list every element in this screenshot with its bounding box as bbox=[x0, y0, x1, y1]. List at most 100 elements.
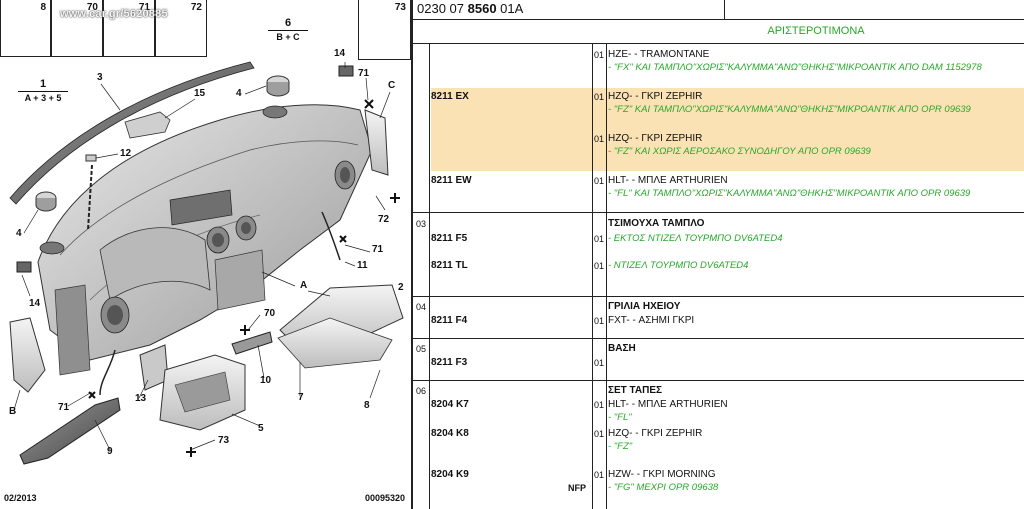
row-qty: 01 bbox=[594, 234, 605, 244]
screw-number: 73 bbox=[394, 2, 406, 13]
diagram-date: 02/2013 bbox=[4, 493, 37, 503]
group-number: 03 bbox=[416, 219, 427, 229]
watermark: www.car.gr/5620885 bbox=[60, 8, 168, 20]
row-note: - "FL" ΚΑΙ ΤΑΜΠΛΟ"ΧΩΡΙΣ"ΚΑΛΥΜΜΑ"ΑΝΩ"ΘΗΚΗ… bbox=[608, 188, 971, 199]
screw-box-71: 71 bbox=[103, 0, 155, 57]
row-note: - "FZ" bbox=[608, 441, 633, 452]
column-divider bbox=[606, 44, 607, 509]
callout-11[interactable]: 11 bbox=[357, 260, 368, 271]
row-qty: 01 bbox=[594, 134, 605, 144]
screw-number: 8 bbox=[40, 2, 46, 13]
reference-suffix: 01A bbox=[500, 1, 524, 16]
group-label-6: 6 B + C bbox=[268, 17, 308, 42]
row-desc: HZQ- - ΓΚΡΙ ZEPHIR bbox=[608, 133, 703, 144]
group-number: 6 bbox=[268, 17, 308, 31]
row-qty: 01 bbox=[594, 261, 605, 271]
callout-3[interactable]: 3 bbox=[97, 72, 103, 83]
row-note: - "FL" bbox=[608, 412, 632, 423]
callout-13[interactable]: 13 bbox=[135, 393, 147, 404]
section-title: ΑΡΙΣΤΕΡΟΤΙΜΟΝΑ bbox=[767, 25, 865, 37]
group-separator bbox=[413, 338, 1024, 339]
callout-9[interactable]: 9 bbox=[107, 446, 113, 457]
callout-7[interactable]: 7 bbox=[298, 392, 304, 403]
row-desc: HZE- - TRAMONTANE bbox=[608, 49, 710, 60]
row-desc: HZQ- - ΓΚΡΙ ZEPHIR bbox=[608, 428, 703, 439]
row-desc: HLT- - ΜΠΛΕ ARTHURIEN bbox=[608, 175, 728, 186]
callout-2[interactable]: 2 bbox=[398, 282, 404, 293]
part-ref-8204-k7[interactable]: 8204 K7 bbox=[431, 399, 469, 410]
reference-prefix: 0230 07 bbox=[417, 1, 464, 16]
group-title: ΓΡΙΛΙΑ ΗΧΕΙΟΥ bbox=[608, 301, 681, 312]
group-number: 1 bbox=[18, 78, 68, 92]
part-ref-8204-k9[interactable]: 8204 K9 bbox=[431, 469, 469, 480]
row-qty: 01 bbox=[594, 92, 605, 102]
callout-A[interactable]: A bbox=[300, 280, 308, 291]
screw-box-73: 73 bbox=[358, 0, 411, 60]
callout-12[interactable]: 12 bbox=[120, 148, 132, 159]
row-qty: 01 bbox=[594, 176, 605, 186]
group-title: ΣΕΤ ΤΑΠΕΣ bbox=[608, 385, 663, 396]
column-divider bbox=[592, 44, 593, 509]
callout-8[interactable]: 8 bbox=[364, 400, 370, 411]
reference-header: 0230 07 8560 01A bbox=[413, 0, 1024, 20]
callout-14-left[interactable]: 14 bbox=[29, 298, 41, 309]
row-note: - "FG" ΜΕΧΡΙ OPR 09638 bbox=[608, 482, 719, 493]
header-divider bbox=[724, 0, 725, 20]
row-note: - ΕΚΤΟΣ ΝΤΙΖΕΛ ΤΟΥΡΜΠΟ DV6ATED4 bbox=[608, 233, 783, 244]
part-ref-8211-f4[interactable]: 8211 F4 bbox=[431, 315, 468, 326]
callout-4[interactable]: 4 bbox=[236, 88, 242, 99]
row-qty: 01 bbox=[594, 50, 605, 60]
group-contents: B + C bbox=[276, 32, 300, 42]
callout-73[interactable]: 73 bbox=[218, 435, 230, 446]
callout-5[interactable]: 5 bbox=[258, 423, 264, 434]
callout-14[interactable]: 14 bbox=[334, 48, 346, 59]
part-ref-8204-k8[interactable]: 8204 K8 bbox=[431, 428, 469, 439]
callout-72[interactable]: 72 bbox=[378, 214, 390, 225]
callout-71-right[interactable]: 71 bbox=[372, 244, 384, 255]
row-desc: HLT- - ΜΠΛΕ ARTHURIEN bbox=[608, 399, 728, 410]
row-note: - "FZ" ΚΑΙ ΤΑΜΠΛΟ"ΧΩΡΙΣ"ΚΑΛΥΜΜΑ"ΑΝΩ"ΘΗΚΗ… bbox=[608, 104, 971, 115]
callout-4-left[interactable]: 4 bbox=[16, 228, 22, 239]
callout-B[interactable]: B bbox=[9, 406, 17, 417]
group-number: 06 bbox=[416, 386, 427, 396]
row-qty: 01 bbox=[594, 358, 605, 368]
part-ref-8211-ex[interactable]: 8211 EX bbox=[431, 91, 469, 102]
part-ref-8211-ew[interactable]: 8211 EW bbox=[431, 175, 472, 186]
row-note: - "FX" ΚΑΙ ΤΑΜΠΛΟ"ΧΩΡΙΣ"ΚΑΛΥΜΜΑ"ΑΝΩ"ΘΗΚΗ… bbox=[608, 62, 982, 73]
screw-box-72: 72 bbox=[155, 0, 207, 57]
row-qty: 01 bbox=[594, 400, 605, 410]
group-separator bbox=[413, 380, 1024, 381]
screw-box-8: 8 bbox=[0, 0, 51, 57]
callout-71[interactable]: 71 bbox=[358, 68, 370, 79]
row-note: - "FZ" ΚΑΙ ΧΩΡΙΣ ΑΕΡΟΣΑΚΟ ΣΥΝΟΔΗΓΟΥ ΑΠΟ … bbox=[608, 146, 871, 157]
callout-70[interactable]: 70 bbox=[264, 308, 276, 319]
callout-C[interactable]: C bbox=[388, 80, 396, 91]
parts-list: 0230 07 8560 01A ΑΡΙΣΤΕΡΟΤΙΜΟΝΑ 01 HZE- … bbox=[413, 0, 1024, 509]
row-qty: 01 bbox=[594, 429, 605, 439]
group-label-1: 1 A + 3 + 5 bbox=[18, 78, 68, 103]
selected-row-highlight bbox=[431, 88, 1024, 171]
row-desc: FXT- - ΑΣΗΜΙ ΓΚΡΙ bbox=[608, 315, 695, 326]
group-number: 04 bbox=[416, 302, 427, 312]
group-number: 05 bbox=[416, 344, 427, 354]
group-contents: A + 3 + 5 bbox=[24, 93, 62, 103]
callout-10[interactable]: 10 bbox=[260, 375, 272, 386]
section-header: ΑΡΙΣΤΕΡΟΤΙΜΟΝΑ bbox=[413, 20, 1024, 44]
callout-71-bottom[interactable]: 71 bbox=[58, 402, 70, 413]
part-ref-8211-f5[interactable]: 8211 F5 bbox=[431, 233, 468, 244]
group-separator bbox=[413, 212, 1024, 213]
dashboard-drawing bbox=[6, 11, 404, 465]
diagram-reference: 00095320 bbox=[364, 493, 405, 503]
reference-code: 0230 07 8560 01A bbox=[417, 1, 523, 16]
callout-15[interactable]: 15 bbox=[194, 88, 206, 99]
group-title: ΤΣΙΜΟΥΧΑ ΤΑΜΠΛΟ bbox=[608, 218, 705, 229]
part-ref-8211-tl[interactable]: 8211 TL bbox=[431, 260, 468, 271]
row-desc: HZW- - ΓΚΡΙ MORNING bbox=[608, 469, 716, 480]
row-qty: 01 bbox=[594, 470, 605, 480]
part-ref-8211-f3[interactable]: 8211 F3 bbox=[431, 357, 468, 368]
screw-box-70: 70 bbox=[51, 0, 103, 57]
column-divider bbox=[429, 44, 430, 509]
row-qty: 01 bbox=[594, 316, 605, 326]
screw-number: 72 bbox=[190, 2, 202, 13]
nfp-label: NFP bbox=[568, 483, 586, 493]
